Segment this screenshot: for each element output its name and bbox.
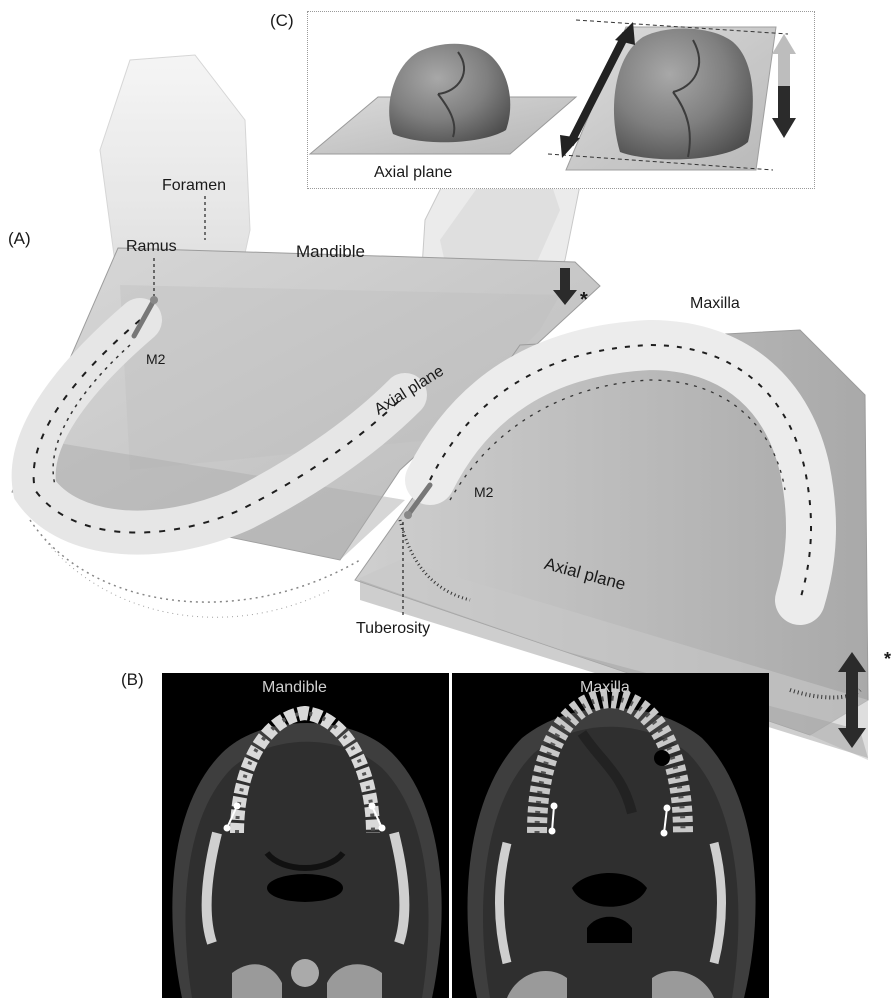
inset-left-tooth xyxy=(389,44,510,143)
mandible-label: Mandible xyxy=(296,243,365,260)
inset-vertical-arrow xyxy=(772,34,796,138)
maxilla-label: Maxilla xyxy=(690,296,740,312)
inset-right-tooth xyxy=(614,28,753,159)
panel-c-illustration xyxy=(308,12,814,188)
maxilla-asterisk: * xyxy=(884,650,891,668)
ct-mandible-title: Mandible xyxy=(262,679,327,697)
inset-axial-plane-label: Axial plane xyxy=(374,165,452,181)
ct-mandible-drawing xyxy=(162,673,449,998)
ct-maxilla-drawing xyxy=(452,673,769,998)
ct-maxilla-image: Maxilla xyxy=(452,673,769,998)
ct-mandible-image: Mandible xyxy=(162,673,449,998)
maxilla-m2-dot xyxy=(404,511,412,519)
panel-label-a: (A) xyxy=(8,230,31,247)
mandible-m2-dot xyxy=(150,296,158,304)
panel-label-b: (B) xyxy=(121,671,144,688)
foramen-label: Foramen xyxy=(162,178,226,194)
ramus-label: Ramus xyxy=(126,239,177,255)
panel-label-c: (C) xyxy=(270,12,294,29)
ct-maxilla-title: Maxilla xyxy=(580,679,630,697)
mandible-m2-label: M2 xyxy=(146,352,165,366)
tuberosity-label: Tuberosity xyxy=(356,621,430,637)
panel-c-inset: Axial plane xyxy=(307,11,815,189)
maxilla-m2-label: M2 xyxy=(474,485,493,499)
mandible-asterisk: * xyxy=(580,290,588,310)
